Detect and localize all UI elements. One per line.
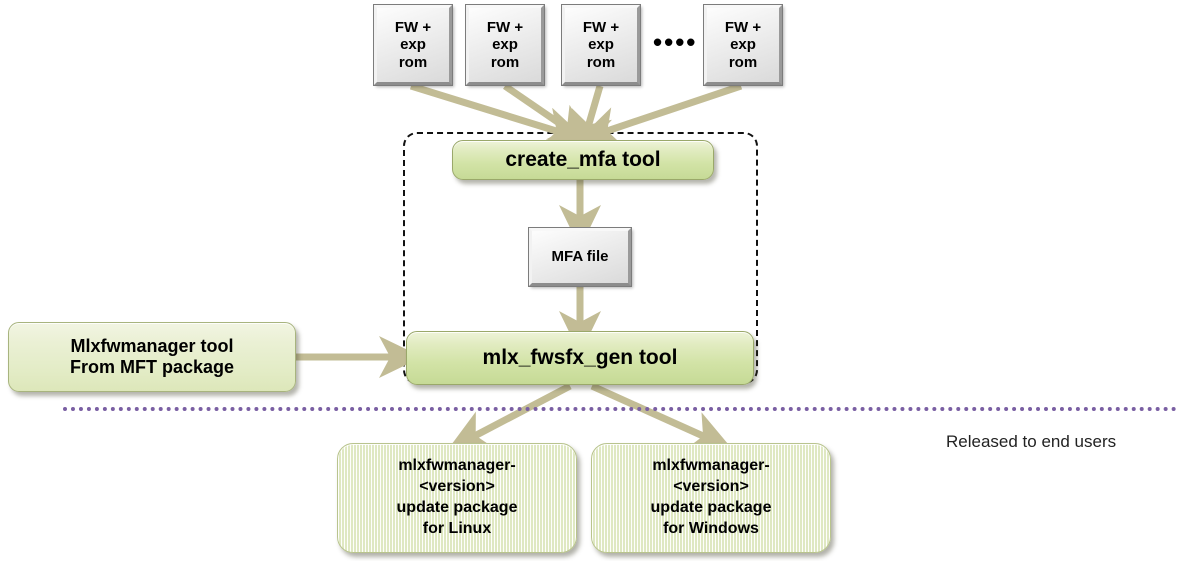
fw-box-line1: FW +	[486, 19, 524, 37]
fw-box-line3: rom	[728, 53, 758, 71]
mft-box-line1: Mlxfwmanager tool	[70, 336, 234, 357]
mft-box-line2: From MFT package	[69, 357, 235, 377]
mfa-file-box: MFA file	[528, 227, 632, 287]
input-ellipsis: ••••	[653, 27, 698, 57]
fw-box-line1: FW +	[582, 19, 620, 37]
input-box-fw-1: FW + exp rom	[373, 4, 453, 86]
output-line2: <version>	[419, 478, 495, 496]
fw-box-line3: rom	[586, 53, 616, 71]
mlxfwmanager-mft-box[interactable]: Mlxfwmanager tool From MFT package	[8, 322, 296, 392]
output-package-linux[interactable]: mlxfwmanager- <version> update package f…	[337, 443, 577, 553]
input-box-fw-2: FW + exp rom	[465, 4, 545, 86]
output-line4: for Linux	[422, 519, 492, 537]
create-mfa-tool-box[interactable]: create_mfa tool	[452, 140, 714, 180]
input-box-fw-4: FW + exp rom	[703, 4, 783, 86]
fw-box-line2: exp	[492, 36, 518, 54]
fw-box-line2: exp	[588, 36, 614, 54]
fw-box-line1: FW +	[724, 19, 762, 37]
fw-box-line2: exp	[400, 36, 426, 54]
mlx-fwsfx-gen-tool-box[interactable]: mlx_fwsfx_gen tool	[406, 331, 754, 385]
output-line4: for Windows	[663, 519, 759, 537]
fw-box-line3: rom	[490, 53, 520, 71]
output-line2: <version>	[673, 478, 749, 496]
input-box-fw-3: FW + exp rom	[561, 4, 641, 86]
output-line1: mlxfwmanager-	[652, 457, 770, 475]
mlx-fwsfx-gen-tool-label: mlx_fwsfx_gen tool	[482, 345, 678, 369]
create-mfa-tool-label: create_mfa tool	[505, 147, 661, 171]
mfa-file-label: MFA file	[551, 248, 609, 266]
output-line1: mlxfwmanager-	[398, 457, 516, 475]
output-line3: update package	[650, 499, 772, 516]
release-divider	[63, 407, 1177, 411]
output-line3: update package	[396, 499, 518, 516]
fw-box-line3: rom	[398, 53, 428, 71]
output-package-windows[interactable]: mlxfwmanager- <version> update package f…	[591, 443, 831, 553]
fw-box-line2: exp	[730, 36, 756, 54]
release-divider-label: Released to end users	[946, 432, 1117, 451]
fw-box-line1: FW +	[394, 19, 432, 37]
